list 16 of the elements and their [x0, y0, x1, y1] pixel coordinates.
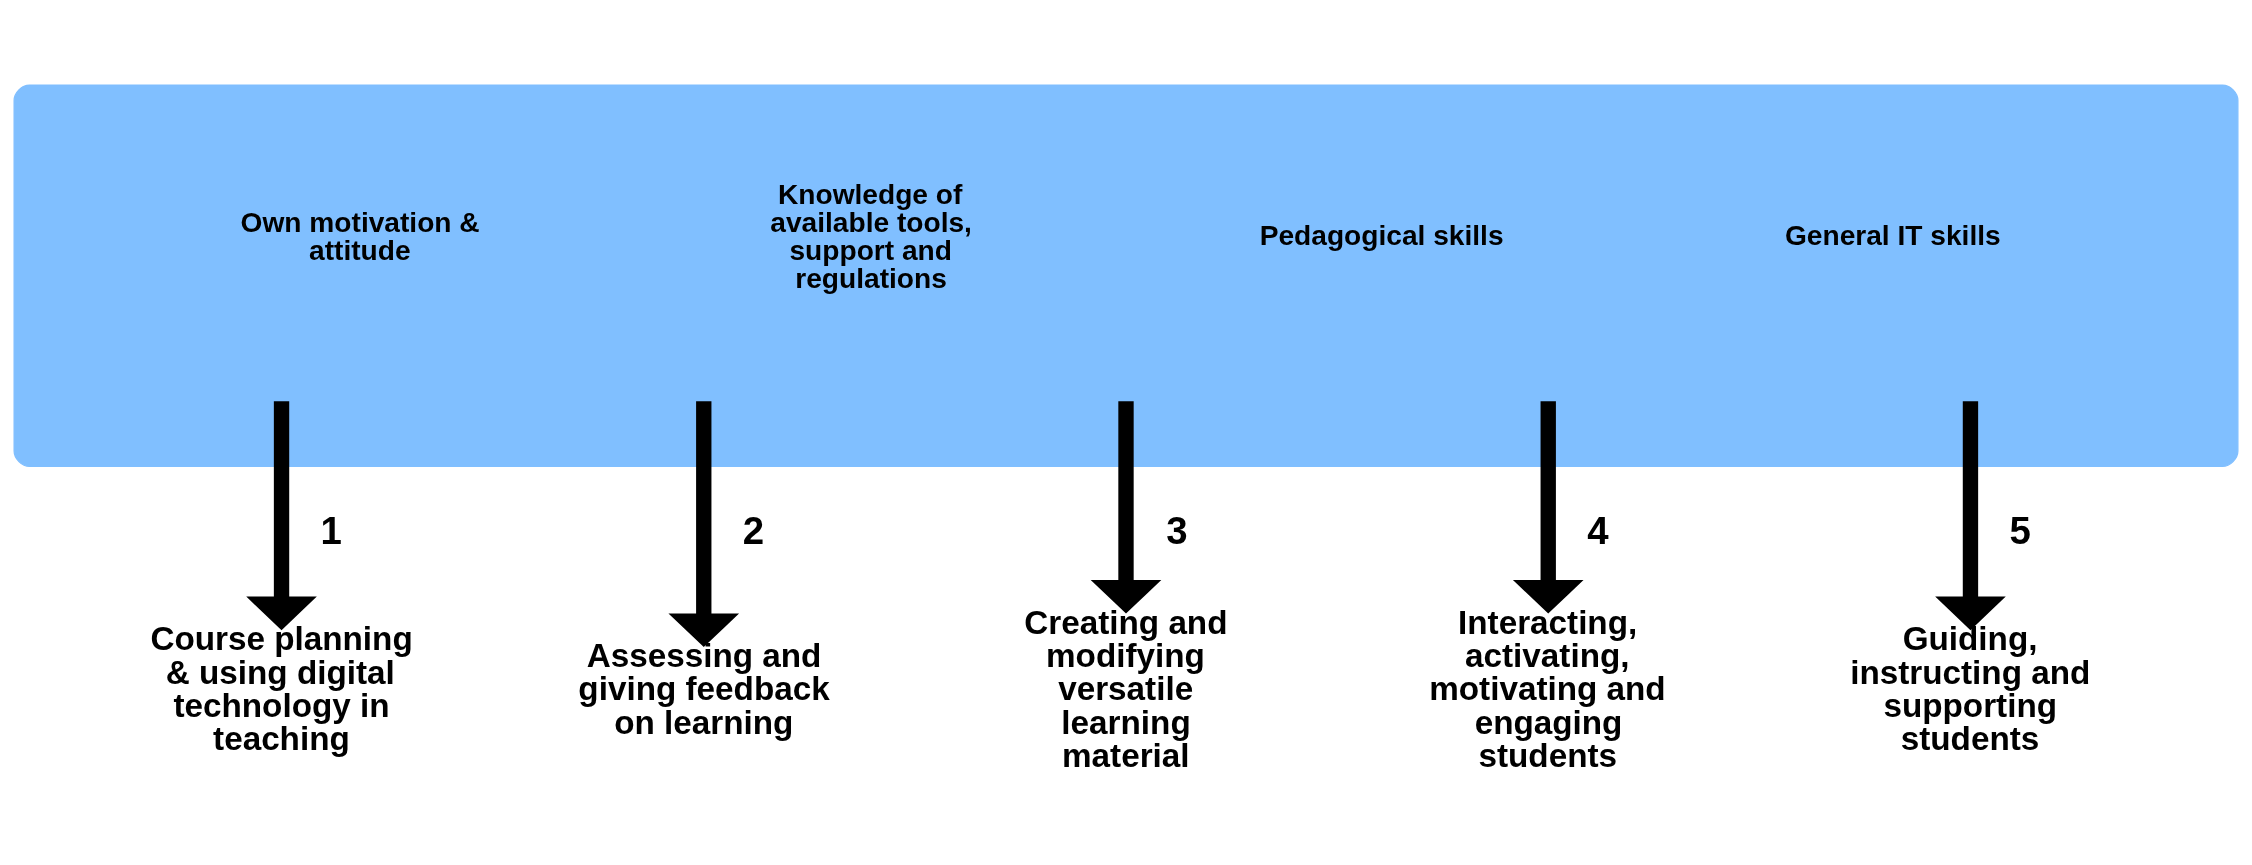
node-text: Creating and modifying versatile learning material [1024, 603, 1228, 774]
node-text: Course planning & using digital technology in teaching [150, 620, 413, 758]
node-text: Interacting, activating, motivating and engaging students [1429, 603, 1666, 774]
node-text: Guiding, instructing and supporting students [1850, 620, 2091, 758]
node-text: Assessing and giving feedback on learning [578, 637, 830, 741]
node-box: Own motivation & attitude Knowledge of available tools, support and regulations Pedagogical skills General IT skills [13, 84, 2239, 468]
edge-label: 2 [742, 508, 765, 552]
edge-label: 4 [1587, 508, 1609, 552]
arrow [1090, 401, 1162, 614]
arrow [1512, 401, 1584, 614]
edge-label: 3 [1166, 508, 1188, 552]
arrow [668, 401, 740, 648]
edge-label: 1 [320, 508, 342, 552]
arrow [246, 401, 317, 631]
edge-label: 5 [2009, 508, 2031, 552]
arrow [1935, 401, 2006, 631]
